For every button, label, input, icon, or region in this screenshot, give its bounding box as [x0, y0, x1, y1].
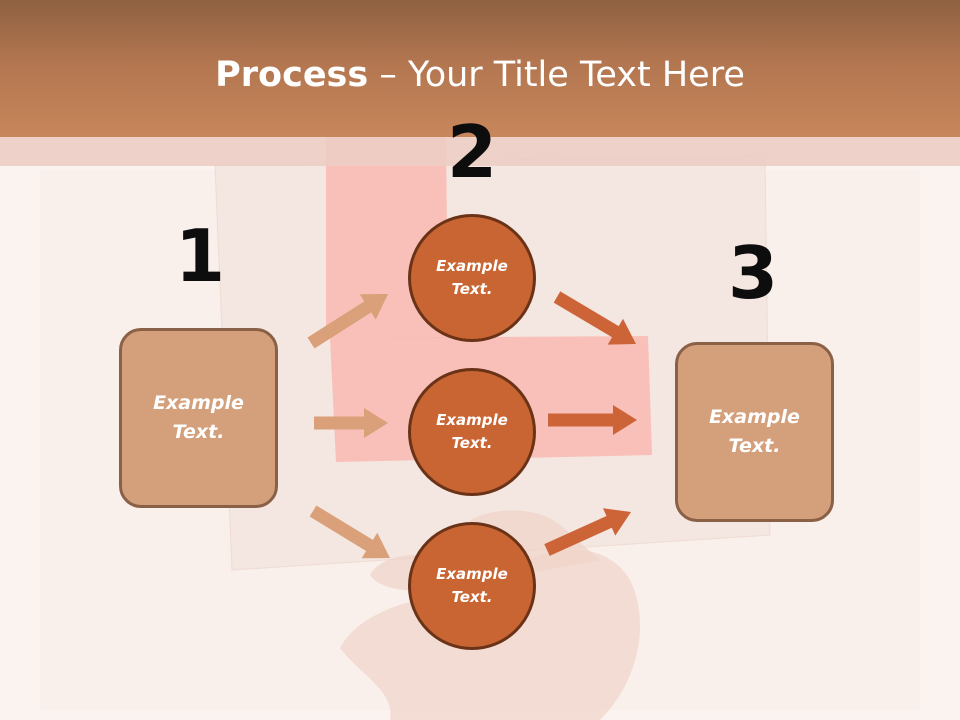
arrow-right-icon — [314, 408, 388, 438]
arrow-right-icon — [553, 291, 636, 345]
left-box-line1: Example — [153, 392, 244, 414]
arrow-right-icon — [307, 294, 388, 349]
step-number-3: 3 — [727, 231, 779, 315]
right-box-line2: Text. — [728, 435, 781, 457]
step-number-1: 1 — [174, 214, 226, 298]
left-process-box: Example Text. — [119, 328, 278, 508]
circle-bottom-text: Example Text. — [422, 563, 522, 609]
title-rest: – Your Title Text Here — [368, 55, 745, 95]
circle-top-line2: Text. — [451, 280, 493, 298]
circle-top-text: Example Text. — [422, 255, 522, 301]
arrow-right-icon — [309, 505, 390, 559]
circle-middle-line2: Text. — [451, 434, 493, 452]
process-circle-bottom: Example Text. — [408, 522, 536, 650]
slide-title: Process – Your Title Text Here — [0, 52, 960, 98]
left-box-text: Example Text. — [139, 389, 259, 447]
arrow-right-icon — [544, 508, 631, 556]
circle-middle-text: Example Text. — [422, 409, 522, 455]
step-number-2: 2 — [446, 110, 498, 194]
right-process-box: Example Text. — [675, 342, 834, 522]
title-band — [0, 137, 960, 166]
title-bar — [0, 0, 960, 137]
right-box-line1: Example — [709, 406, 800, 428]
process-circle-middle: Example Text. — [408, 368, 536, 496]
title-bold: Process — [215, 55, 369, 95]
circle-middle-line1: Example — [436, 411, 508, 429]
circle-bottom-line1: Example — [436, 565, 508, 583]
arrow-right-icon — [548, 405, 637, 435]
circle-top-line1: Example — [436, 257, 508, 275]
left-box-line2: Text. — [172, 421, 225, 443]
right-box-text: Example Text. — [695, 403, 815, 461]
process-circle-top: Example Text. — [408, 214, 536, 342]
circle-bottom-line2: Text. — [451, 588, 493, 606]
